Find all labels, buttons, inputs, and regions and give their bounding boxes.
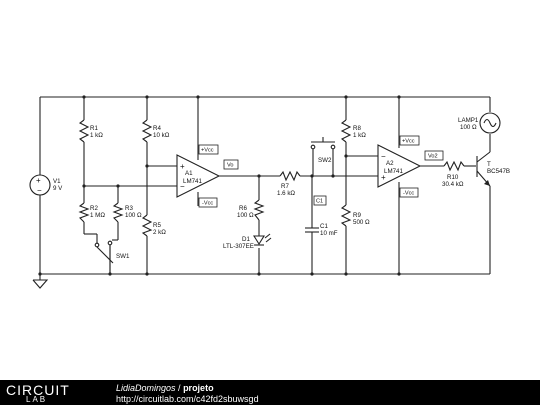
svg-text:+Vcc: +Vcc bbox=[402, 139, 415, 145]
author-link[interactable]: LidiaDomingos bbox=[116, 383, 176, 393]
resistor-r1[interactable]: R1 1 kΩ bbox=[78, 119, 103, 143]
tag-vo: Vo bbox=[223, 159, 239, 170]
circuitlab-logo: CIRCUIT LAB bbox=[6, 382, 102, 404]
r5-value: 2 kΩ bbox=[153, 229, 166, 236]
lamp1-name: LAMP1 bbox=[458, 117, 479, 124]
r6-name: R6 bbox=[239, 205, 247, 212]
r7-value: 1.6 kΩ bbox=[277, 190, 295, 197]
footer-bar: CIRCUIT LAB LidiaDomingos / projeto http… bbox=[0, 380, 540, 405]
project-url[interactable]: http://circuitlab.com/c42fd2sbuwsgd bbox=[116, 394, 259, 404]
author-line: LidiaDomingos / projeto bbox=[116, 383, 214, 393]
svg-text:−: − bbox=[180, 182, 185, 191]
tag-a2-vcc-minus: -Vcc bbox=[399, 187, 419, 198]
switch-sw2[interactable]: SW2 bbox=[310, 137, 336, 164]
r9-name: R9 bbox=[353, 212, 361, 219]
tag-a1-vcc-plus: +Vcc bbox=[198, 144, 219, 155]
r3-name: R3 bbox=[125, 205, 133, 212]
logo-top: CIRCUIT bbox=[6, 382, 70, 398]
r6-value: 100 Ω bbox=[237, 212, 254, 219]
r3-value: 100 Ω bbox=[125, 212, 142, 219]
r10-value: 30.4 kΩ bbox=[442, 181, 464, 188]
d1-name: D1 bbox=[242, 236, 250, 243]
svg-text:+: + bbox=[36, 176, 41, 185]
svg-text:Vo2: Vo2 bbox=[428, 154, 438, 160]
opamp-a2[interactable]: − + A2 LM741 bbox=[377, 144, 422, 188]
r4-name: R4 bbox=[153, 125, 161, 132]
svg-text:-Vcc: -Vcc bbox=[202, 201, 213, 207]
svg-text:C1: C1 bbox=[316, 199, 323, 205]
r1-value: 1 kΩ bbox=[90, 132, 103, 139]
t-name: T bbox=[487, 161, 491, 168]
r9-value: 500 Ω bbox=[353, 219, 370, 226]
resistor-r9[interactable]: R9 500 Ω bbox=[340, 204, 370, 227]
resistor-r4[interactable]: R4 10 kΩ bbox=[141, 119, 170, 143]
opamp-a1[interactable]: + − A1 LM741 bbox=[176, 154, 221, 198]
resistor-r8[interactable]: R8 1 kΩ bbox=[340, 119, 366, 143]
a1-value: LM741 bbox=[183, 178, 202, 185]
tag-vo2: Vo2 bbox=[424, 150, 444, 161]
a1-name: A1 bbox=[185, 170, 193, 177]
tag-a2-vcc-plus: +Vcc bbox=[399, 135, 420, 146]
r8-name: R8 bbox=[353, 125, 361, 132]
c1-name: C1 bbox=[320, 223, 328, 230]
tag-c1: C1 bbox=[313, 195, 327, 206]
t-value: BC547B bbox=[487, 168, 510, 175]
resistor-r6[interactable]: R6 100 Ω bbox=[237, 199, 265, 221]
wires bbox=[39, 96, 491, 280]
svg-text:Vo: Vo bbox=[227, 163, 234, 169]
a2-value: LM741 bbox=[384, 168, 403, 175]
r5-name: R5 bbox=[153, 222, 161, 229]
r1-name: R1 bbox=[90, 125, 98, 132]
c1-value: 10 mF bbox=[320, 230, 338, 237]
battery-v1[interactable]: + − V1 9 V bbox=[29, 174, 63, 196]
svg-text:−: − bbox=[381, 152, 386, 161]
sw2-name: SW2 bbox=[318, 157, 332, 164]
svg-text:-Vcc: -Vcc bbox=[403, 191, 414, 197]
d1-value: LTL-307EE bbox=[223, 243, 254, 250]
svg-text:+: + bbox=[381, 173, 386, 182]
r4-value: 10 kΩ bbox=[153, 132, 170, 139]
lamp1-value: 100 Ω bbox=[460, 124, 477, 131]
r10-name: R10 bbox=[447, 174, 459, 181]
led-d1[interactable]: D1 LTL-307EE bbox=[223, 233, 272, 250]
switch-sw1[interactable]: SW1 bbox=[94, 240, 130, 274]
r2-name: R2 bbox=[90, 205, 98, 212]
sw1-name: SW1 bbox=[116, 253, 130, 260]
r8-value: 1 kΩ bbox=[353, 132, 366, 139]
v1-value: 9 V bbox=[53, 185, 63, 192]
resistor-r7[interactable]: R7 1.6 kΩ bbox=[277, 170, 301, 197]
svg-text:−: − bbox=[37, 186, 42, 195]
resistor-r10[interactable]: R10 30.4 kΩ bbox=[442, 160, 465, 188]
lamp-lamp1[interactable]: LAMP1 100 Ω bbox=[458, 112, 501, 134]
svg-text:+: + bbox=[180, 162, 185, 171]
r7-name: R7 bbox=[281, 183, 289, 190]
tag-a1-vcc-minus: -Vcc bbox=[198, 197, 218, 208]
separator: / bbox=[175, 383, 184, 393]
ground-icon bbox=[32, 279, 49, 289]
resistor-r2[interactable]: R2 1 MΩ bbox=[78, 202, 105, 223]
capacitor-c1[interactable]: C1 10 mF bbox=[305, 223, 338, 237]
svg-text:+Vcc: +Vcc bbox=[201, 148, 214, 154]
a2-name: A2 bbox=[386, 160, 394, 167]
resistor-r3[interactable]: R3 100 Ω bbox=[112, 202, 142, 223]
v1-name: V1 bbox=[53, 178, 61, 185]
transistor-t[interactable]: T BC547B bbox=[476, 151, 510, 187]
project-link[interactable]: projeto bbox=[183, 383, 214, 393]
junction-dots bbox=[38, 95, 401, 276]
circuit-schematic: + − V1 9 V R1 1 kΩ R2 1 MΩ R3 100 Ω SW1 … bbox=[29, 95, 510, 289]
r2-value: 1 MΩ bbox=[90, 212, 105, 219]
resistor-r5[interactable]: R5 2 kΩ bbox=[141, 214, 166, 237]
logo-bottom: LAB bbox=[26, 395, 48, 404]
